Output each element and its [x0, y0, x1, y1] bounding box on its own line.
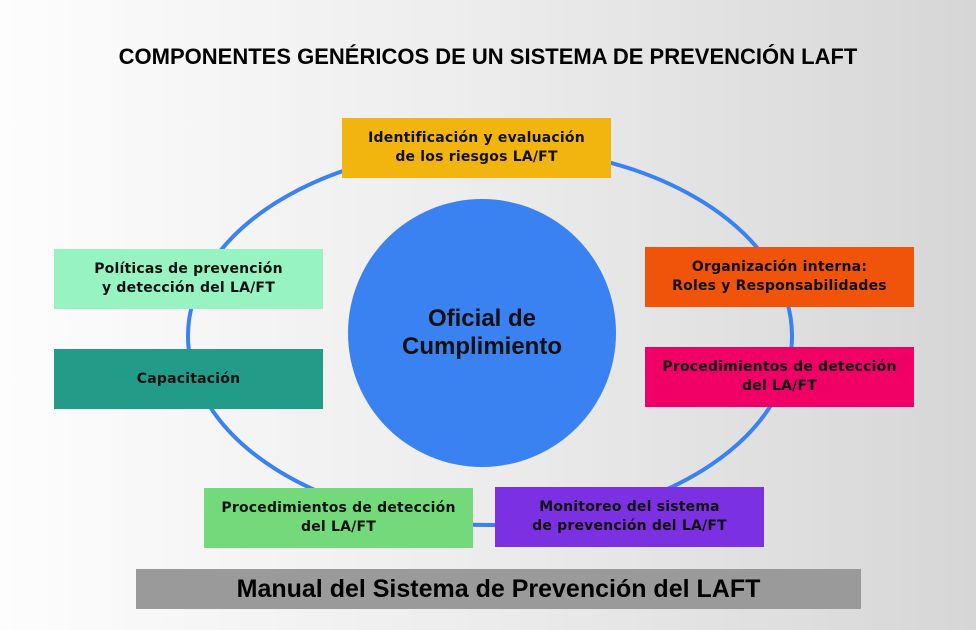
component-detection-procedures-right: Procedimientos de detección del LA/FT	[645, 347, 914, 407]
center-circle: Oficial de Cumplimiento	[348, 199, 616, 467]
component-monitoring: Monitoreo del sistema de prevención del …	[495, 487, 764, 547]
diagram-title: COMPONENTES GENÉRICOS DE UN SISTEMA DE P…	[118, 44, 858, 69]
component-organization: Organización interna: Roles y Responsabi…	[645, 247, 914, 307]
component-training: Capacitación	[54, 349, 323, 409]
footer-banner: Manual del Sistema de Prevención del LAF…	[136, 569, 861, 609]
component-policies: Políticas de prevención y detección del …	[54, 249, 323, 309]
component-detection-procedures-bottom: Procedimientos de detección del LA/FT	[204, 488, 473, 548]
component-risk-identification: Identificación y evaluación de los riesg…	[342, 118, 611, 178]
